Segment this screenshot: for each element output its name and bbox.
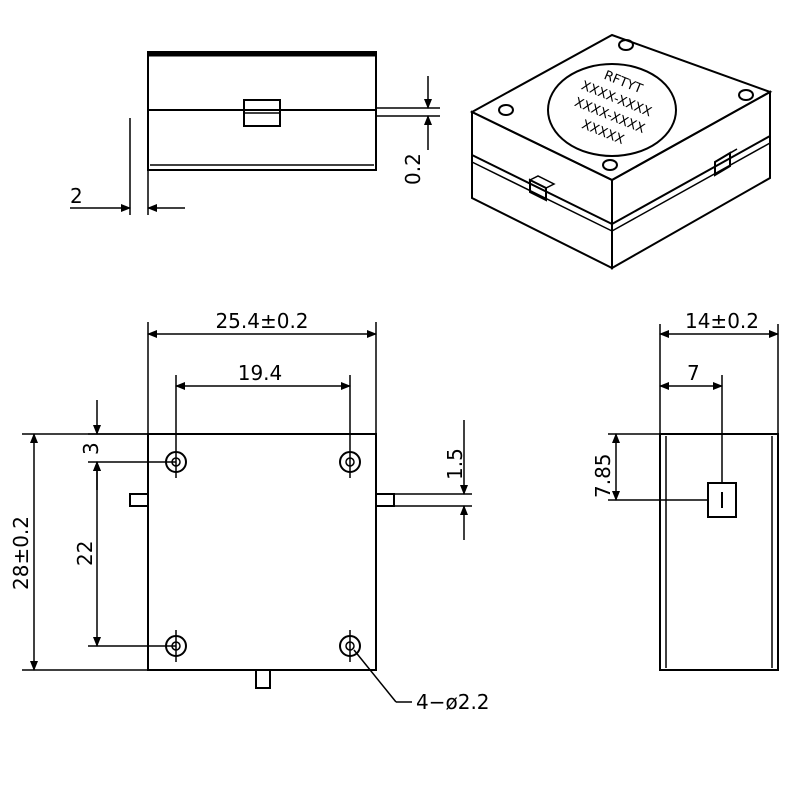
top-view-pin-right	[375, 493, 395, 507]
side-view: 2 0.2	[70, 51, 440, 215]
dim-holes-callout: 4−ø2.2	[416, 690, 490, 714]
dim-end-width: 14±0.2	[685, 309, 759, 333]
dim-overall-height: 28±0.2	[9, 516, 33, 590]
end-view: 14±0.2 7 7.85	[591, 309, 779, 671]
iso-label-circle	[547, 63, 677, 157]
top-view-pin-left	[129, 493, 149, 507]
dim-side-gap: 0.2	[401, 153, 425, 185]
dim-hole-spacing-x: 19.4	[238, 361, 283, 385]
isometric-view: RFTYT XXXX-XXXX XXXX-XXXX XXXXX	[469, 33, 773, 270]
dim-top-width: 25.4±0.2	[215, 309, 308, 333]
dim-pin-width: 1.5	[443, 448, 467, 480]
dim-hole-spacing-y: 22	[73, 541, 97, 566]
top-view: 25.4±0.2 19.4 3 22 28±0.2 1.5 4−ø2.2	[9, 309, 490, 714]
dim-end-pin-center: 7	[687, 361, 700, 385]
iso-hole	[738, 89, 754, 101]
dim-side-pin-offset: 2	[70, 184, 83, 208]
top-view-pin-bottom	[255, 669, 271, 689]
mounting-hole	[339, 446, 361, 478]
dim-hole-edge-offset: 3	[79, 442, 103, 455]
dim-end-pin-height: 7.85	[591, 453, 615, 498]
iso-hole	[618, 39, 634, 51]
iso-hole	[602, 159, 618, 171]
iso-hole	[498, 104, 514, 116]
mounting-hole	[339, 630, 361, 662]
